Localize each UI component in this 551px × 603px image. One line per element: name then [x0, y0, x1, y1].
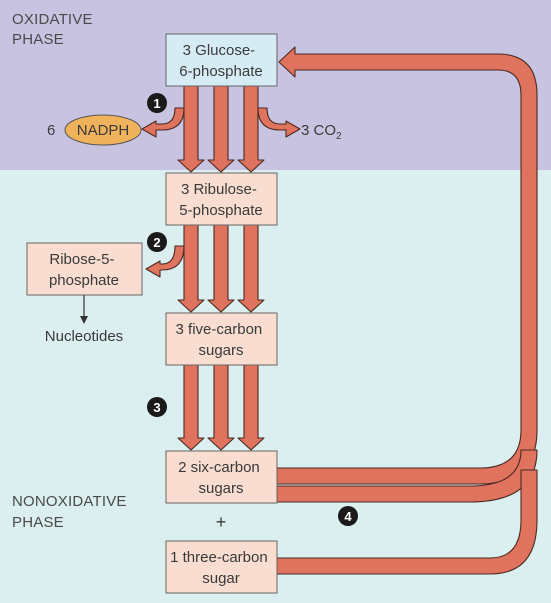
step-marker-2: 2 — [147, 232, 167, 252]
ribulose5p-label: 3 Ribulose- 5-phosphate — [179, 181, 262, 219]
step-marker-4: 4 — [338, 506, 358, 526]
nucleotides-label: Nucleotides — [45, 328, 123, 345]
ribose5p-branch-arrow — [145, 245, 185, 278]
nonoxidative-phase-label: NONOXIDATIVE PHASE — [12, 493, 131, 531]
nonoxidative-phase-region — [0, 170, 551, 603]
three-carbon-label: 1 three-carbon sugar — [170, 549, 272, 587]
glucose6p-label: 3 Glucose- 6-phosphate — [179, 42, 262, 80]
nadph-ellipse — [64, 114, 142, 146]
three-carbon-to-loop-arrow — [276, 469, 538, 575]
plus-sign: + — [216, 512, 227, 532]
svg-text:3: 3 — [153, 400, 160, 415]
svg-text:2: 2 — [153, 235, 160, 250]
step-marker-1: 1 — [147, 93, 167, 113]
co2-label: 3 CO2 — [301, 122, 342, 142]
five-to-six-carbon-arrow-2 — [207, 364, 235, 451]
nadph-coefficient: 6 — [47, 122, 55, 139]
glucose6p-box — [165, 33, 278, 87]
ru5p-to-five-carbon-arrow-3 — [237, 224, 265, 313]
oxidative-phase-label: OXIDATIVE PHASE — [12, 11, 97, 48]
svg-text:1: 1 — [153, 96, 160, 111]
five-carbon-box — [165, 312, 278, 366]
ribose5p-label: Ribose-5- phosphate — [49, 251, 119, 289]
g6p-to-ru5p-arrow-1 — [177, 85, 205, 173]
six-carbon-to-loop-arrow — [276, 449, 538, 503]
g6p-to-ru5p-arrow-2 — [207, 85, 235, 173]
ribose-to-nucleotides-arrowhead — [80, 316, 88, 324]
ru5p-to-five-carbon-arrow-2 — [207, 224, 235, 313]
six-carbon-box — [165, 450, 278, 504]
five-to-six-carbon-arrow-1 — [177, 364, 205, 451]
five-carbon-label: 3 five-carbon sugars — [176, 321, 267, 359]
three-carbon-box — [165, 540, 278, 594]
five-to-six-carbon-arrow-3 — [237, 364, 265, 451]
co2-branch-arrow — [257, 107, 301, 138]
nadph-label: NADPH — [77, 122, 130, 139]
g6p-to-ru5p-arrow-3 — [237, 85, 265, 173]
svg-text:4: 4 — [344, 509, 352, 524]
ribulose5p-box — [165, 172, 278, 226]
step-marker-3: 3 — [147, 397, 167, 417]
ribose5p-box — [26, 242, 143, 296]
nadph-branch-arrow — [141, 107, 185, 138]
six-carbon-label: 2 six-carbon sugars — [178, 459, 264, 497]
